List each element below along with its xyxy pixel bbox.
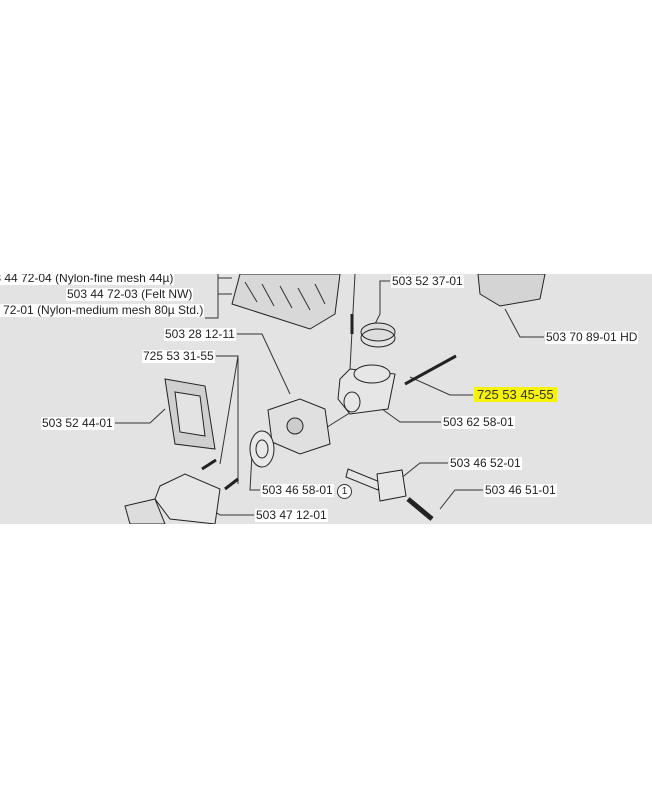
label-filter-felt: 503 44 72-03 (Felt NW)	[66, 287, 194, 301]
label-gasket-carb: 503 46 58-01	[261, 483, 334, 497]
label-hd-filter: 503 70 89-01 HD	[545, 330, 639, 344]
label-screw-left: 725 53 31-55	[142, 349, 215, 363]
screw-2	[224, 477, 239, 491]
leader-gasket-frame	[115, 408, 166, 424]
note-ref-circle: 1	[337, 484, 352, 499]
leader-screw-left	[216, 355, 239, 465]
label-intake-ring: 503 52 37-01	[391, 274, 464, 288]
label-intake-manifold: 503 62 58-01	[442, 415, 515, 429]
hd-filter	[477, 274, 546, 307]
gasket-frame	[164, 378, 216, 450]
leader-hd-filter	[504, 308, 544, 338]
parts-diagram: 503 44 72-04 (Nylon-fine mesh 44µ) 503 4…	[0, 274, 652, 524]
screw-1	[201, 458, 217, 471]
label-carburetor: 503 28 12-11	[164, 327, 236, 341]
choke-shaft	[345, 468, 407, 502]
label-filter-medium: 503 44 72-01 (Nylon-medium mesh 80µ Std.…	[0, 304, 205, 317]
leader-filter	[205, 274, 219, 319]
leader-choke	[399, 462, 448, 480]
leader-carburetor	[237, 333, 291, 395]
label-bracket: 503 47 12-01	[255, 508, 328, 522]
parts-drawing	[115, 274, 546, 524]
gasket-bottom	[124, 498, 166, 524]
long-screw	[404, 354, 457, 386]
label-filter-fine: 503 44 72-04 (Nylon-fine mesh 44µ)	[0, 274, 175, 285]
screw-bottom	[406, 497, 434, 521]
intake-manifold	[337, 364, 396, 415]
gasket-carb	[249, 430, 275, 468]
label-gasket-frame: 503 52 44-01	[41, 416, 114, 430]
leader-long-screw	[409, 376, 473, 396]
label-choke-shaft: 503 46 52-01	[449, 456, 522, 470]
air-filter	[231, 274, 341, 330]
carburetor	[267, 398, 331, 455]
label-screw-bottom: 503 46 51-01	[484, 483, 557, 497]
label-long-screw-highlighted: 725 53 45-55	[474, 387, 557, 402]
bracket	[154, 473, 221, 524]
intake-ring	[360, 322, 396, 342]
leader-screw-bottom	[439, 489, 483, 510]
